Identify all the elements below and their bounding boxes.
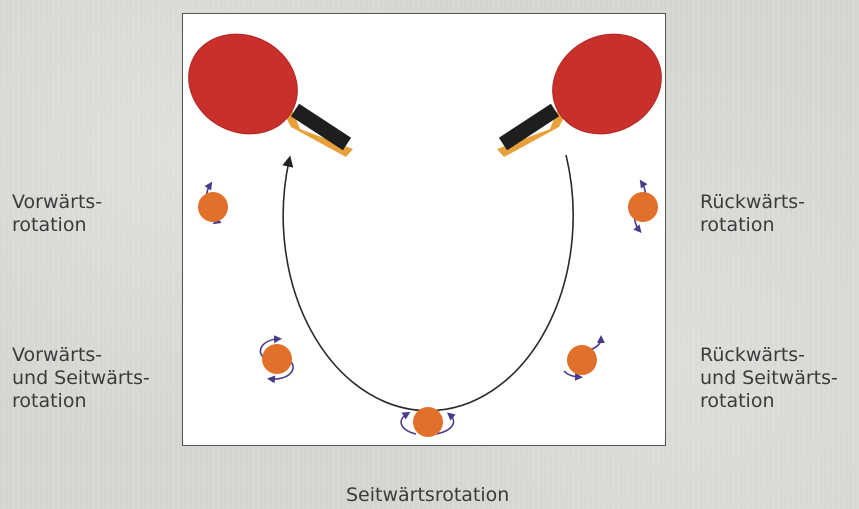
label-line: Rückwärts- <box>700 191 805 214</box>
left-paddle-icon <box>183 15 353 157</box>
diagram-canvas <box>183 14 667 447</box>
label-line: Rückwärts- <box>700 344 838 367</box>
ball-backspin-side-spin-icon <box>564 339 601 377</box>
right-paddle-icon <box>497 15 667 157</box>
ball-forward-side-spin-icon <box>260 339 293 379</box>
label-line: und Seitwärts- <box>700 367 838 390</box>
label-line: und Seitwärts- <box>12 367 150 390</box>
label-line: Vorwärts- <box>12 344 150 367</box>
label-backspin-side-spin: Rückwärts- und Seitwärts- rotation <box>700 344 838 413</box>
label-backspin: Rückwärts- rotation <box>700 191 805 237</box>
label-line: rotation <box>700 214 805 237</box>
ball-forward-spin-icon <box>198 185 228 222</box>
label-forward-spin: Vorwärts- rotation <box>12 191 102 237</box>
ball-side-spin-icon <box>401 407 453 437</box>
diagram-frame <box>182 13 666 446</box>
ball-backspin-icon <box>628 183 658 230</box>
label-line: Vorwärts- <box>12 191 102 214</box>
trajectory-arc <box>283 155 573 411</box>
label-line: rotation <box>700 390 838 413</box>
label-line: rotation <box>12 390 150 413</box>
label-forward-side-spin: Vorwärts- und Seitwärts- rotation <box>12 344 150 413</box>
label-line: rotation <box>12 214 102 237</box>
label-side-spin: Seitwärtsrotation <box>346 484 509 507</box>
